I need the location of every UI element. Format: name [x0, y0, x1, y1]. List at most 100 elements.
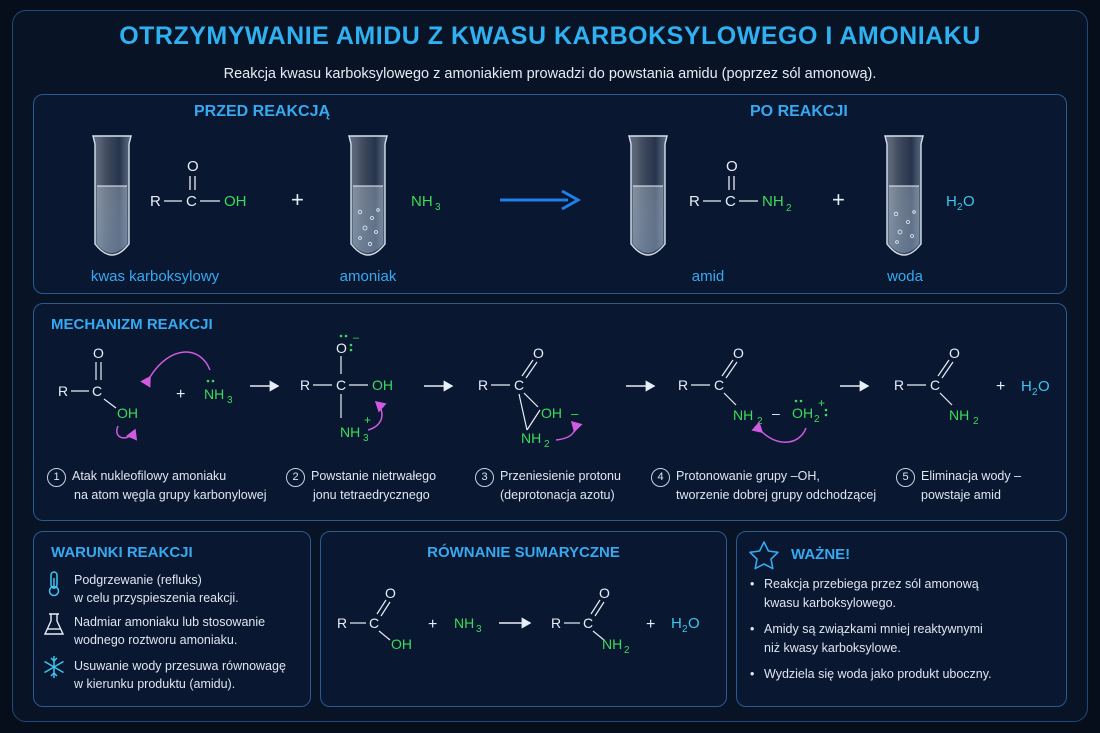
page-subtitle: Reakcja kwasu karboksylowego z amoniakie…: [223, 66, 877, 82]
svg-text:–: –: [571, 406, 579, 421]
svg-text:C: C: [92, 383, 102, 399]
svg-text:+: +: [818, 396, 825, 410]
atom-c: C: [725, 193, 736, 210]
svg-text:O: O: [533, 345, 544, 361]
mech-protonation: R C O NH 2 – O H 2 +: [678, 345, 828, 443]
flask-icon: [43, 613, 65, 635]
summary-amide: R C O NH 2: [551, 585, 630, 656]
svg-text:NH: NH: [602, 636, 622, 652]
svg-text:O: O: [792, 405, 803, 421]
subscript: 3: [435, 202, 441, 213]
test-tube-water: [884, 135, 924, 256]
atom-c: C: [186, 193, 197, 210]
summary-ammonia: NH 3: [454, 615, 482, 635]
svg-text:O: O: [949, 345, 960, 361]
svg-text:O: O: [599, 585, 610, 601]
svg-text:H: H: [671, 615, 682, 632]
test-tube-acid: [92, 135, 132, 256]
step-number: 1: [47, 468, 66, 487]
svg-text:C: C: [369, 615, 379, 631]
acid-structure: R C O OH: [150, 158, 247, 210]
step-number: 4: [651, 468, 670, 487]
svg-text:2: 2: [1032, 387, 1038, 398]
step-caption: Protonowanie grupy –OH, tworzenie dobrej…: [676, 469, 877, 502]
atom-h: H: [946, 193, 957, 210]
svg-text:NH: NH: [521, 430, 541, 446]
svg-text:NH: NH: [340, 424, 360, 440]
atom-nh: NH: [411, 193, 433, 210]
svg-text:C: C: [930, 377, 940, 393]
svg-text:C: C: [714, 377, 724, 393]
important-heading: WAŻNE!: [791, 546, 851, 563]
subscript: 2: [786, 203, 792, 214]
mech-acid: R C O OH: [58, 345, 211, 441]
label-water: woda: [887, 268, 923, 285]
label-amide: amid: [691, 268, 725, 285]
reaction-arrow-head: [561, 189, 582, 211]
svg-text:C: C: [583, 615, 593, 631]
svg-text:C: C: [514, 377, 524, 393]
snowflake-icon: [44, 656, 64, 678]
water-formula: H 2 O: [946, 193, 975, 213]
svg-text:2: 2: [624, 645, 630, 656]
subscript: 2: [957, 202, 963, 213]
svg-text:2: 2: [544, 439, 550, 450]
svg-text:3: 3: [227, 395, 233, 406]
svg-text:R: R: [58, 383, 68, 399]
summary-water: H 2 O: [671, 615, 700, 635]
svg-text:OH: OH: [372, 377, 393, 393]
atom-oh: OH: [224, 193, 247, 210]
plus-sign: +: [291, 187, 304, 212]
mech-water: H 2 O: [1021, 378, 1050, 398]
svg-text:NH: NH: [204, 386, 224, 402]
svg-text:O: O: [93, 345, 104, 361]
svg-text:O: O: [688, 615, 700, 632]
svg-text:O: O: [385, 585, 396, 601]
page-title: OTRZYMYWANIE AMIDU Z KWASU KARBOKSYLOWEG…: [119, 22, 981, 50]
thermometer-icon: [48, 571, 60, 597]
atom-nh: NH: [762, 193, 784, 210]
svg-text:+: +: [996, 378, 1005, 395]
svg-text:OH: OH: [541, 405, 562, 421]
svg-text:O: O: [733, 345, 744, 361]
svg-text:O: O: [336, 340, 347, 356]
svg-text:R: R: [678, 377, 688, 393]
conditions-heading: WARUNKI REAKCJI: [51, 544, 193, 561]
step-number: 2: [286, 468, 305, 487]
atom-o: O: [726, 158, 738, 175]
condition-item: Usuwanie wody przesuwa równowagę w kieru…: [74, 659, 286, 691]
svg-text:R: R: [478, 377, 488, 393]
summary-acid: R C O OH: [337, 585, 412, 652]
svg-text:R: R: [894, 377, 904, 393]
atom-o: O: [963, 193, 975, 210]
svg-text:NH: NH: [949, 407, 969, 423]
step-number: 3: [475, 468, 494, 487]
label-acid: kwas karboksylowy: [90, 268, 220, 285]
svg-text:R: R: [551, 615, 561, 631]
important-item: • Reakcja przebiega przez sól amonową kw…: [750, 577, 979, 610]
svg-text:3: 3: [363, 433, 369, 444]
svg-text:2: 2: [973, 416, 979, 427]
test-tube-amide: [628, 135, 668, 256]
mechanism-heading: MECHANIZM REAKCJI: [51, 316, 213, 333]
svg-text:2: 2: [757, 416, 763, 427]
mech-tetrahedral: R C O – OH NH 3 +: [300, 332, 393, 444]
svg-text:–: –: [353, 332, 360, 344]
test-tube-ammonia: [348, 135, 388, 256]
important-item: • Wydziela się woda jako produkt uboczny…: [750, 667, 992, 681]
svg-text:H: H: [803, 405, 813, 421]
step-caption: Eliminacja wody – powstaje amid: [921, 469, 1022, 502]
condition-item: Podgrzewanie (refluks) w celu przyspiesz…: [74, 573, 239, 605]
important-panel: WAŻNE!: [736, 531, 1067, 707]
svg-text:NH: NH: [733, 407, 753, 423]
svg-text:NH: NH: [454, 615, 474, 631]
summary-panel: RÓWNANIE SUMARYCZNE: [320, 531, 727, 707]
mech-amide: R C O NH 2: [894, 345, 979, 427]
svg-text:2: 2: [682, 624, 688, 635]
summary-heading: RÓWNANIE SUMARYCZNE: [427, 544, 620, 561]
plus-sign: +: [832, 187, 845, 212]
